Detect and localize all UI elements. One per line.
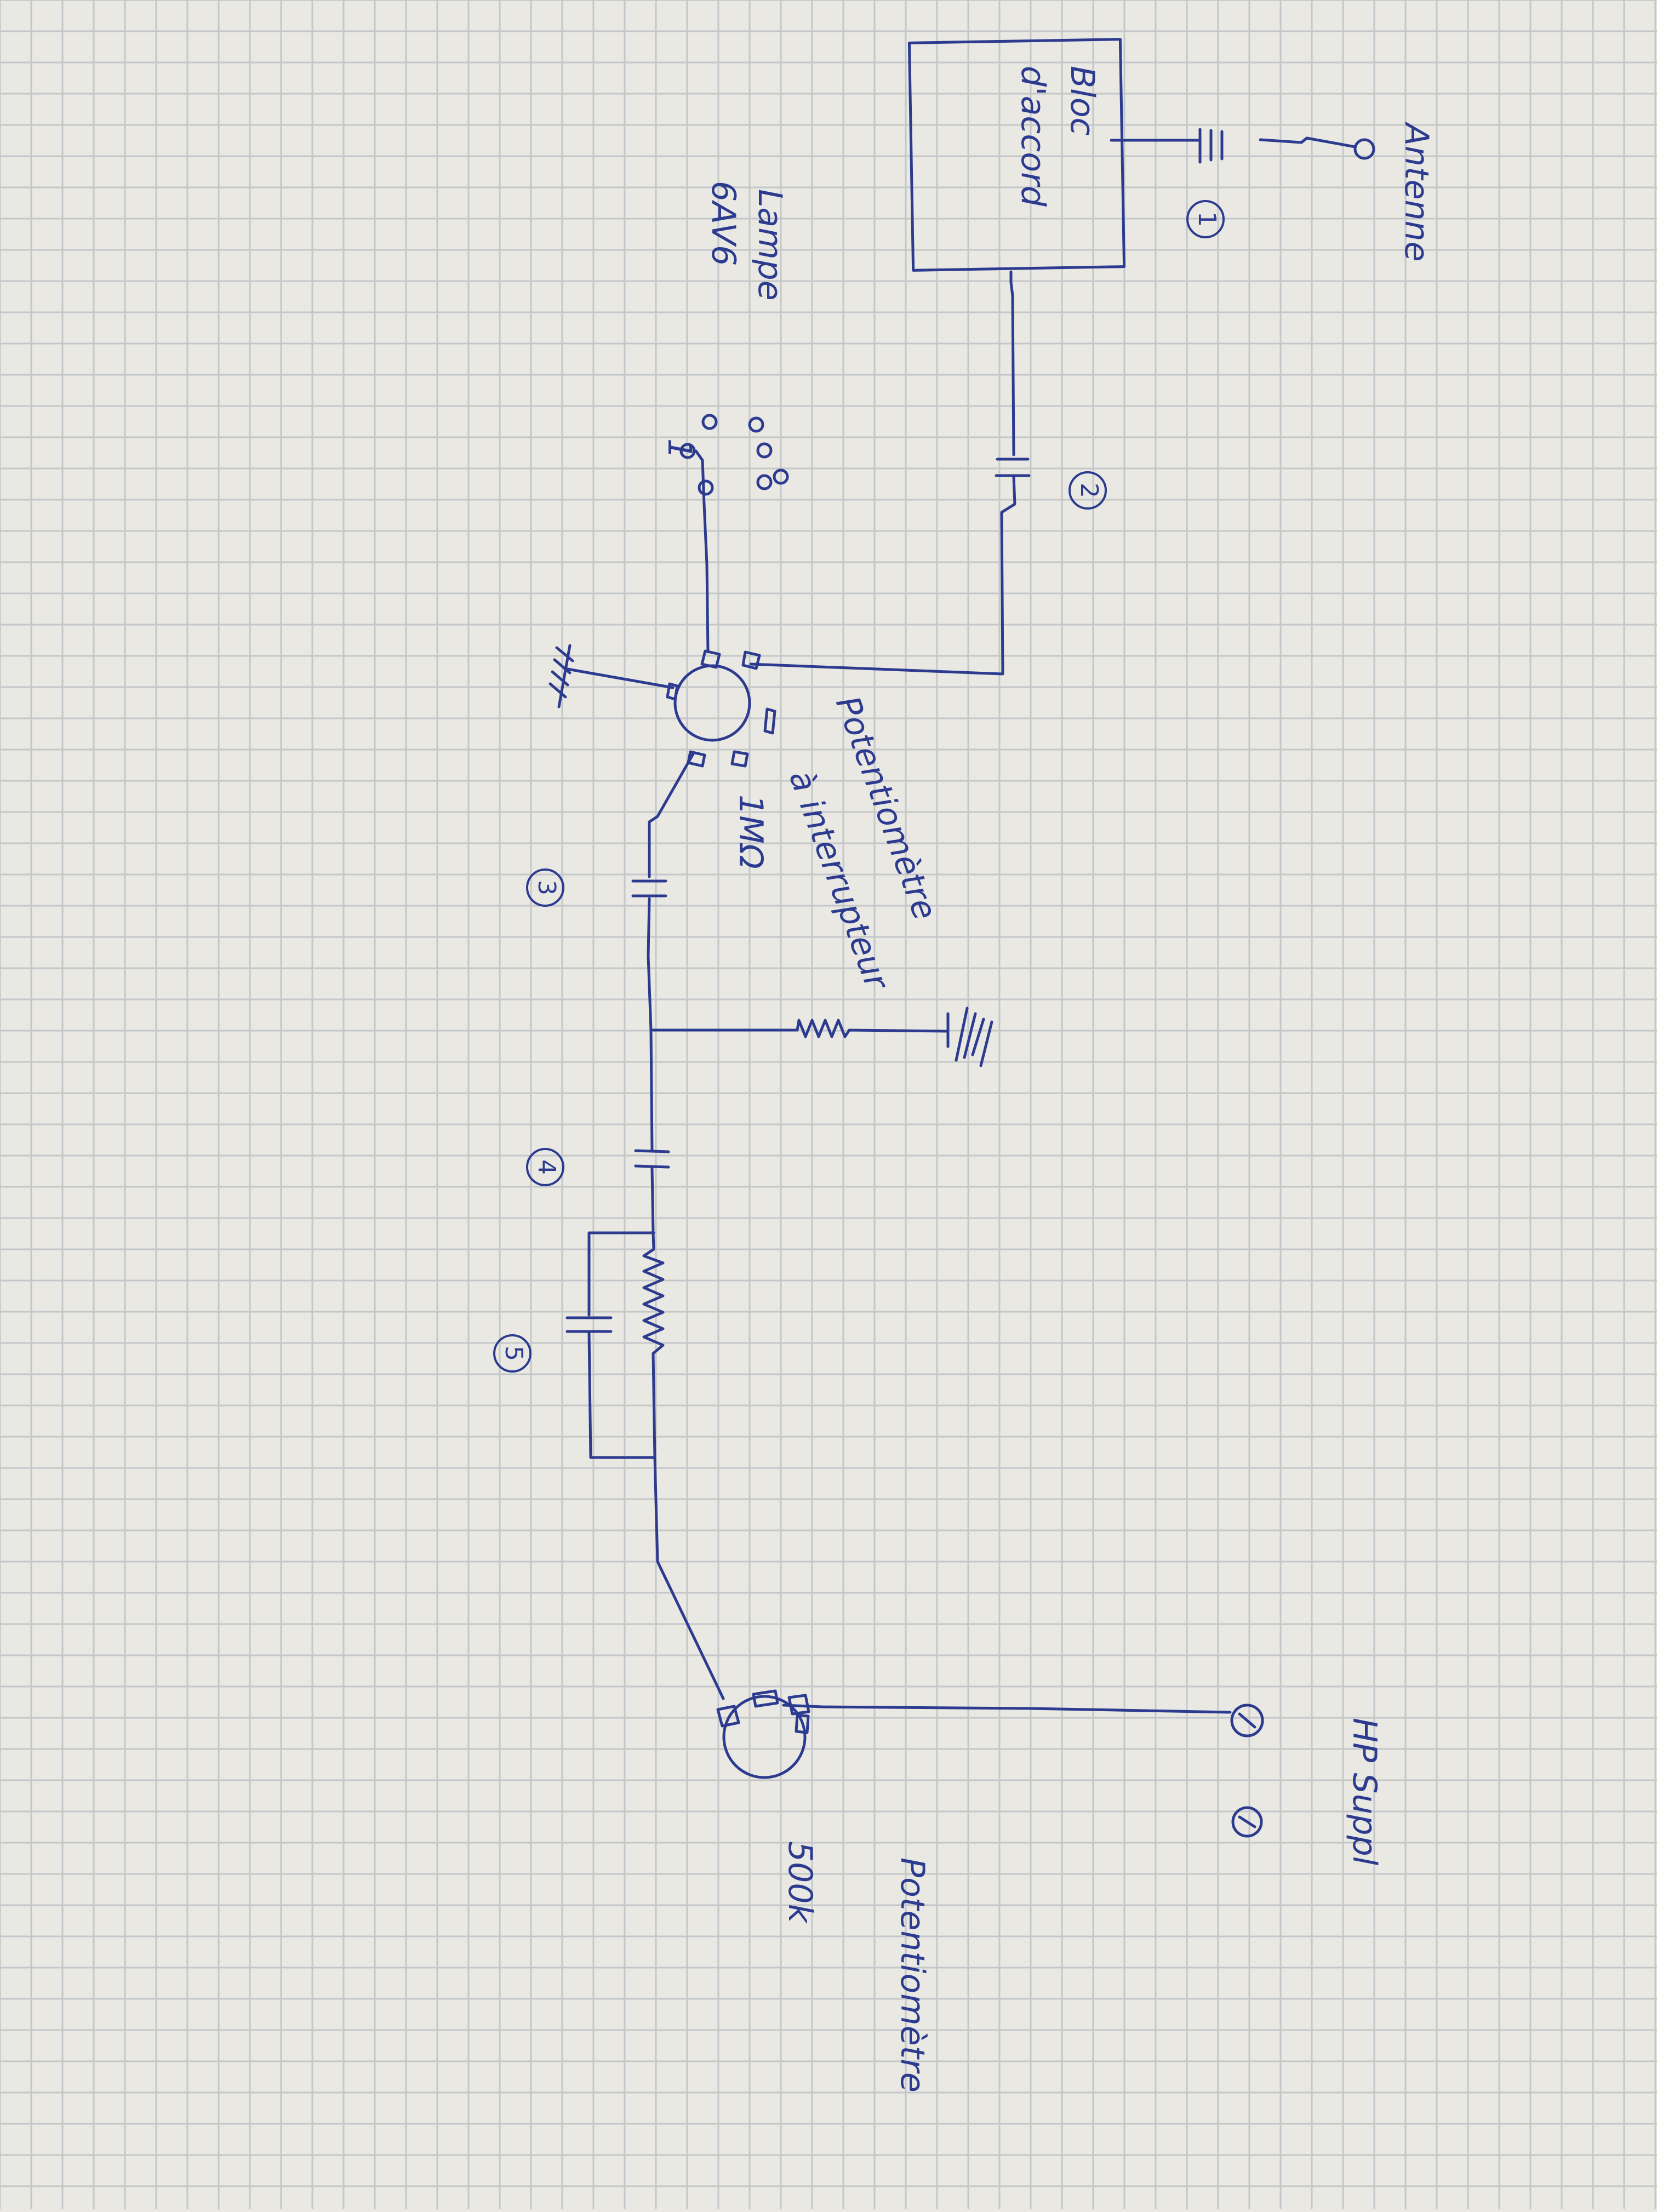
marker-c5: 5 (500, 1346, 528, 1361)
marker-c3: 3 (533, 880, 561, 895)
potentiometer-500k-body (716, 1689, 810, 1779)
resistor-to-ground (649, 1007, 993, 1067)
tube-pin-label: 1 (660, 438, 699, 459)
potentiometer-switch-body (666, 649, 776, 768)
wire-pot-to-speaker (782, 1704, 1232, 1714)
pot-switch-value: 1MΩ (732, 795, 770, 869)
tube-pins (679, 414, 789, 496)
wire-pot-to-tube (694, 449, 710, 654)
capacitor-4 (634, 1149, 670, 1234)
speaker-label: HP Suppl (1345, 1718, 1384, 1866)
ground-symbol-pot (548, 644, 675, 708)
capacitor-3 (631, 879, 667, 958)
wire-block-to-c2 (1009, 270, 1015, 456)
marker-c1: 1 (1193, 212, 1221, 227)
marker-c2: 2 (1075, 483, 1103, 498)
wire-pot-to-c3 (648, 752, 695, 878)
marker-c3-circle (526, 868, 564, 907)
tube-label-line1: Lampe (751, 189, 789, 301)
marker-c5-circle (493, 1334, 532, 1373)
pot-500k-label-line1: Potentiomètre (893, 1857, 932, 2093)
speaker-terminals (1230, 1704, 1264, 1838)
capacitor-1 (1110, 128, 1303, 164)
main-bus (647, 954, 654, 1152)
tube-label-line2: 6AV6 (704, 181, 742, 266)
tuning-block-label-line1: Bloc (1063, 66, 1101, 136)
marker-c4: 4 (533, 1159, 561, 1175)
marker-c1-circle (1186, 200, 1225, 238)
antenna-label: Antenne (1397, 121, 1436, 261)
wire-to-pot-500k (653, 1456, 725, 1700)
tuning-block-label-line2: d'accord (1014, 66, 1052, 207)
resistor-with-capacitor-5 (565, 1231, 665, 1459)
pot-500k-value: 500k (781, 1841, 819, 1924)
capacitor-2 (749, 458, 1031, 676)
tuning-block (907, 38, 1126, 272)
antenna-terminal (1300, 136, 1375, 160)
marker-c4-circle (526, 1148, 564, 1186)
marker-c2-circle (1069, 471, 1107, 510)
